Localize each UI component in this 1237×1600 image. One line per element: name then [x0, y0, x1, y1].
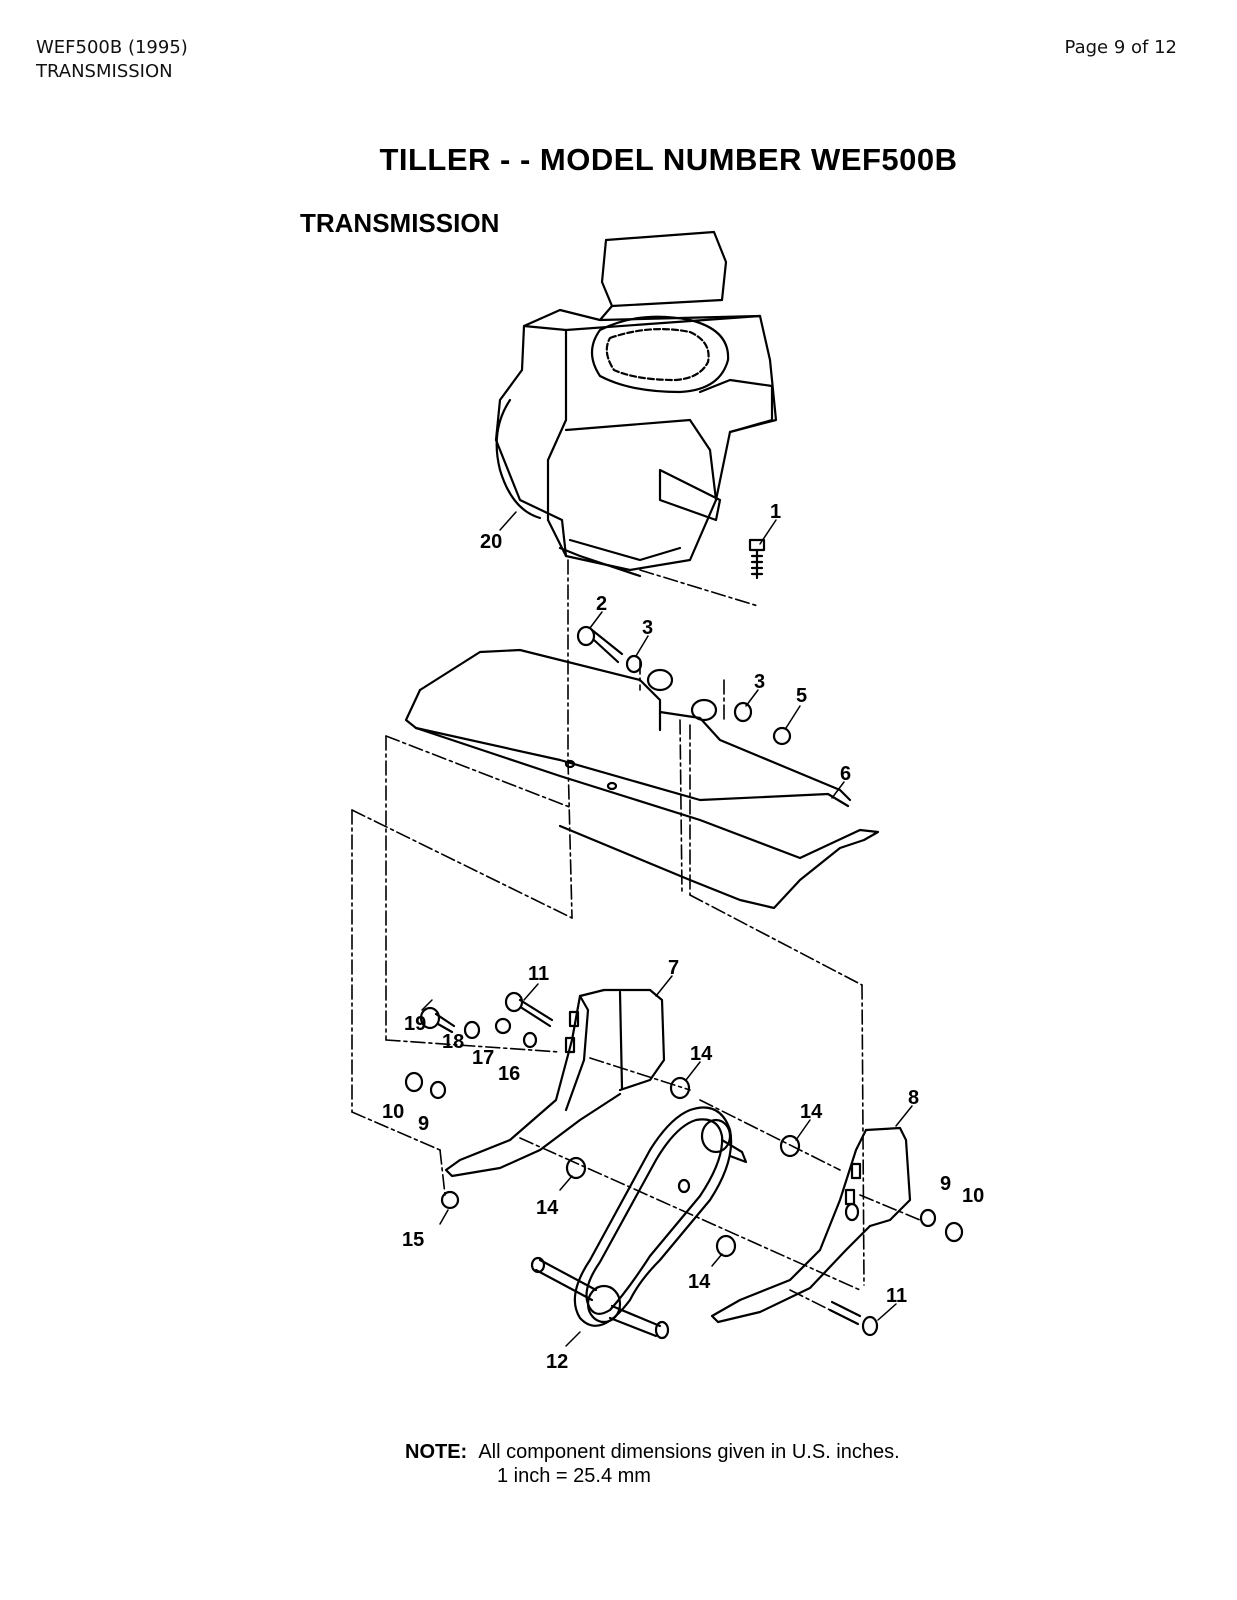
page-header-left: WEF500B (1995) TRANSMISSION: [36, 36, 188, 84]
bracket-7: [444, 988, 666, 1178]
alignment-lines: [351, 559, 921, 1321]
bracket-8: [710, 1126, 964, 1337]
callout-3b: 3: [754, 671, 765, 693]
note-line-2: 1 inch = 25.4 mm: [497, 1465, 651, 1487]
section-title: TRANSMISSION: [300, 208, 500, 238]
callout-14b: 14: [800, 1101, 823, 1123]
callout-leaders: [421, 511, 913, 1347]
tine-shield-6: [404, 648, 880, 910]
nut-5: [772, 726, 792, 746]
page-title: TILLER - - MODEL NUMBER WEF500B: [379, 142, 958, 177]
callout-9b: 9: [940, 1173, 951, 1195]
callout-2: 2: [596, 593, 607, 615]
note-label: NOTE:: [405, 1441, 468, 1463]
callout-9a: 9: [418, 1113, 429, 1135]
spacers-14: [565, 1076, 801, 1258]
callout-1: 1: [770, 501, 781, 523]
callout-8: 8: [908, 1087, 919, 1109]
note-line-1: All component dimensions given in U.S. i…: [478, 1441, 900, 1463]
callout-5: 5: [796, 685, 807, 707]
bolt-1: [748, 538, 766, 580]
chain-case-12: [530, 1106, 748, 1340]
units-note: NOTE: All component dimensions given in …: [405, 1440, 900, 1488]
callout-19: 19: [404, 1013, 426, 1035]
callout-20: 20: [480, 531, 502, 553]
engine-drawing: [494, 230, 778, 578]
callout-11a: 11: [528, 963, 549, 985]
page-number: Page 9 of 12: [1064, 37, 1177, 58]
callout-14a: 14: [690, 1043, 713, 1065]
washer-3: [733, 701, 753, 723]
callout-14d: 14: [688, 1271, 711, 1293]
callout-labels: 1 2 3 3 5 6 7 8 9 9 10 10 11 11 12 14 14…: [382, 501, 984, 1373]
callout-7: 7: [668, 957, 679, 979]
callout-14c: 14: [536, 1197, 559, 1219]
header-section: TRANSMISSION: [36, 61, 173, 82]
callout-6: 6: [840, 763, 851, 785]
callout-12: 12: [546, 1351, 568, 1373]
callout-16: 16: [498, 1063, 520, 1085]
callout-10a: 10: [382, 1101, 404, 1123]
header-model-year: WEF500B (1995): [36, 37, 188, 58]
callout-17: 17: [472, 1047, 494, 1069]
hardware-left: [404, 991, 554, 1210]
callout-10b: 10: [962, 1185, 984, 1207]
callout-15: 15: [402, 1229, 424, 1251]
callout-18: 18: [442, 1031, 464, 1053]
callout-3a: 3: [642, 617, 653, 639]
callout-11b: 11: [886, 1285, 907, 1307]
bolt-2: [576, 625, 643, 674]
